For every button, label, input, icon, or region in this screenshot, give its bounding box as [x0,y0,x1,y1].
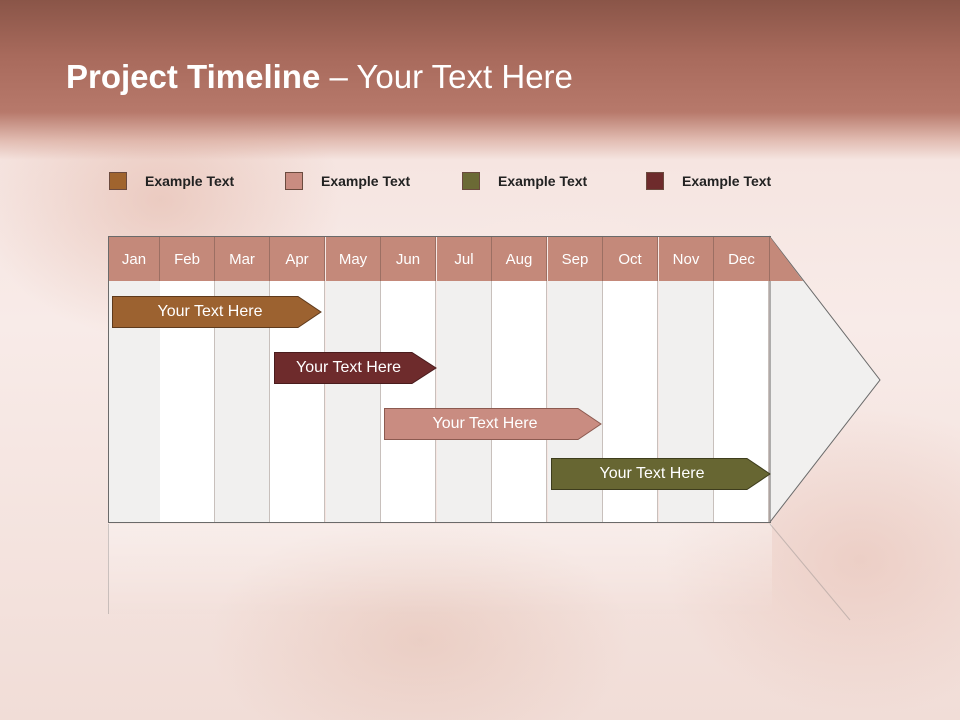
month-header-feb: Feb [160,237,215,281]
legend-item-2: Example Text [285,170,410,192]
task-bar-2[interactable]: Your Text Here [274,352,437,384]
month-header-jul: Jul [437,237,492,281]
legend-swatch-1 [109,172,127,190]
task-bar-1[interactable]: Your Text Here [112,296,322,328]
month-header-jun: Jun [381,237,436,281]
month-header-apr: Apr [270,237,325,281]
slide-title: Project Timeline – Your Text Here [66,58,573,96]
month-column-aug [492,237,547,522]
month-header-oct: Oct [603,237,658,281]
legend-item-1: Example Text [109,170,234,192]
task-arrow-shape-4 [551,458,771,490]
legend-label-1: Example Text [145,173,235,189]
legend-label-4: Example Text [682,173,772,189]
title-bold: Project Timeline [66,58,321,95]
task-label-2: Your Text Here [296,359,401,376]
timeline-reflection [108,524,772,614]
task-arrow-shape-3 [384,408,602,440]
task-bar-4[interactable]: Your Text Here [551,458,771,490]
legend-item-4: Example Text [646,170,771,192]
task-label-4: Your Text Here [599,465,705,482]
month-header-aug: Aug [492,237,547,281]
title-rest: – Your Text Here [320,58,573,95]
task-bar-3[interactable]: Your Text Here [384,408,602,440]
month-column-jul [437,237,492,522]
month-column-feb [160,237,215,522]
task-label-3: Your Text Here [432,415,538,432]
task-arrow-shape-1 [112,296,322,328]
legend-swatch-2 [285,172,303,190]
legend-label-2: Example Text [321,173,411,189]
month-header-dec: Dec [714,237,770,281]
legend-swatch-4 [646,172,664,190]
legend-item-3: Example Text [462,170,587,192]
month-header-nov: Nov [659,237,714,281]
legend-label-3: Example Text [498,173,588,189]
month-header-may: May [326,237,381,281]
title-band [0,0,960,160]
month-column-mar [215,237,270,522]
task-label-1: Your Text Here [157,303,263,320]
month-header-sep: Sep [548,237,603,281]
task-arrow-shape-2 [274,352,437,384]
timeline-frame [108,236,771,523]
legend-swatch-3 [462,172,480,190]
month-header-jan: Jan [109,237,160,281]
month-header-mar: Mar [215,237,270,281]
